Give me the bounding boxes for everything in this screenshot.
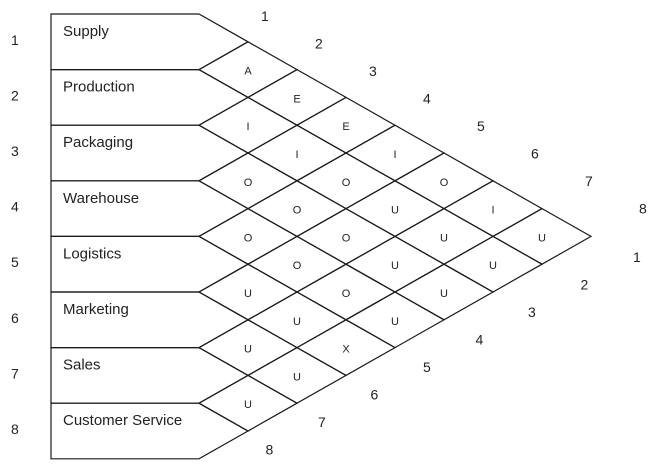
department-row-shape bbox=[50, 402, 250, 460]
department-number: 3 bbox=[11, 143, 19, 159]
department-number: 1 bbox=[11, 32, 19, 48]
department-label: Marketing bbox=[63, 301, 129, 318]
relationship-code: O bbox=[342, 288, 351, 300]
relationship-code: X bbox=[342, 344, 350, 356]
department-label: Supply bbox=[63, 23, 109, 40]
relationship-code: U bbox=[293, 371, 301, 383]
relationship-code: A bbox=[244, 66, 252, 78]
top-diagonal-number: 7 bbox=[585, 173, 593, 189]
relationship-code: E bbox=[342, 121, 349, 133]
relationship-code: O bbox=[440, 177, 449, 189]
top-diagonal-number: 4 bbox=[423, 91, 431, 107]
department-rows: 1 Supply 2 Production 3 Packaging 4 Warehouse 5 L… bbox=[11, 13, 250, 460]
department-label: Warehouse bbox=[63, 190, 139, 207]
relationship-code: E bbox=[293, 93, 300, 105]
relationship-code: I bbox=[393, 149, 396, 161]
relationship-code: U bbox=[440, 232, 448, 244]
relationship-cell bbox=[197, 374, 299, 432]
bottom-diagonal-number: 3 bbox=[528, 304, 536, 320]
relationship-code: I bbox=[246, 121, 249, 133]
department-label: Customer Service bbox=[63, 412, 182, 429]
relationship-code: O bbox=[293, 205, 302, 217]
relationship-code: O bbox=[342, 232, 351, 244]
relationship-code: O bbox=[293, 260, 302, 272]
relationship-code: U bbox=[244, 288, 252, 300]
department-label: Sales bbox=[63, 357, 101, 374]
number-labels: 1 2 3 4 5 6 7 8 1 2 3 4 5 6 7 8 bbox=[261, 8, 647, 458]
top-diagonal-number: 3 bbox=[369, 63, 377, 79]
relationship-code: U bbox=[244, 399, 252, 411]
bottom-diagonal-number: 7 bbox=[318, 414, 326, 430]
department-number: 5 bbox=[11, 254, 19, 270]
relationship-grid: A E E I O I U I I O U U U O O O U U O O O U U U X U U U bbox=[197, 41, 593, 432]
department-number: 6 bbox=[11, 310, 19, 326]
bottom-diagonal-number: 4 bbox=[476, 332, 484, 348]
relationship-code: U bbox=[391, 316, 399, 328]
top-diagonal-number: 1 bbox=[261, 8, 269, 24]
department-label: Production bbox=[63, 79, 135, 96]
relationship-code: U bbox=[489, 260, 497, 272]
relationship-code: U bbox=[538, 232, 546, 244]
bottom-diagonal-number: 6 bbox=[371, 387, 379, 403]
relationship-code: O bbox=[244, 232, 253, 244]
relationship-code: U bbox=[244, 344, 252, 356]
bottom-diagonal-number: 1 bbox=[633, 249, 641, 265]
department-label: Packaging bbox=[63, 134, 133, 151]
relationship-code: O bbox=[244, 177, 253, 189]
relationship-code: U bbox=[391, 260, 399, 272]
department-number: 4 bbox=[11, 199, 19, 215]
department-number: 7 bbox=[11, 365, 19, 381]
bottom-diagonal-number: 8 bbox=[266, 442, 274, 458]
relationship-code: O bbox=[342, 177, 351, 189]
top-diagonal-number: 5 bbox=[477, 118, 485, 134]
relationship-code: I bbox=[491, 205, 494, 217]
bottom-diagonal-number: 5 bbox=[423, 359, 431, 375]
top-diagonal-number: 2 bbox=[315, 36, 323, 52]
top-diagonal-number: 6 bbox=[531, 146, 539, 162]
relationship-code: U bbox=[293, 316, 301, 328]
relationship-code: I bbox=[295, 149, 298, 161]
department-number: 2 bbox=[11, 87, 19, 103]
relationship-code: U bbox=[391, 205, 399, 217]
top-diagonal-number: 8 bbox=[639, 201, 647, 217]
bottom-diagonal-number: 2 bbox=[581, 277, 589, 293]
relationship-code: U bbox=[440, 288, 448, 300]
department-number: 8 bbox=[11, 421, 19, 437]
department-label: Logistics bbox=[63, 245, 121, 262]
